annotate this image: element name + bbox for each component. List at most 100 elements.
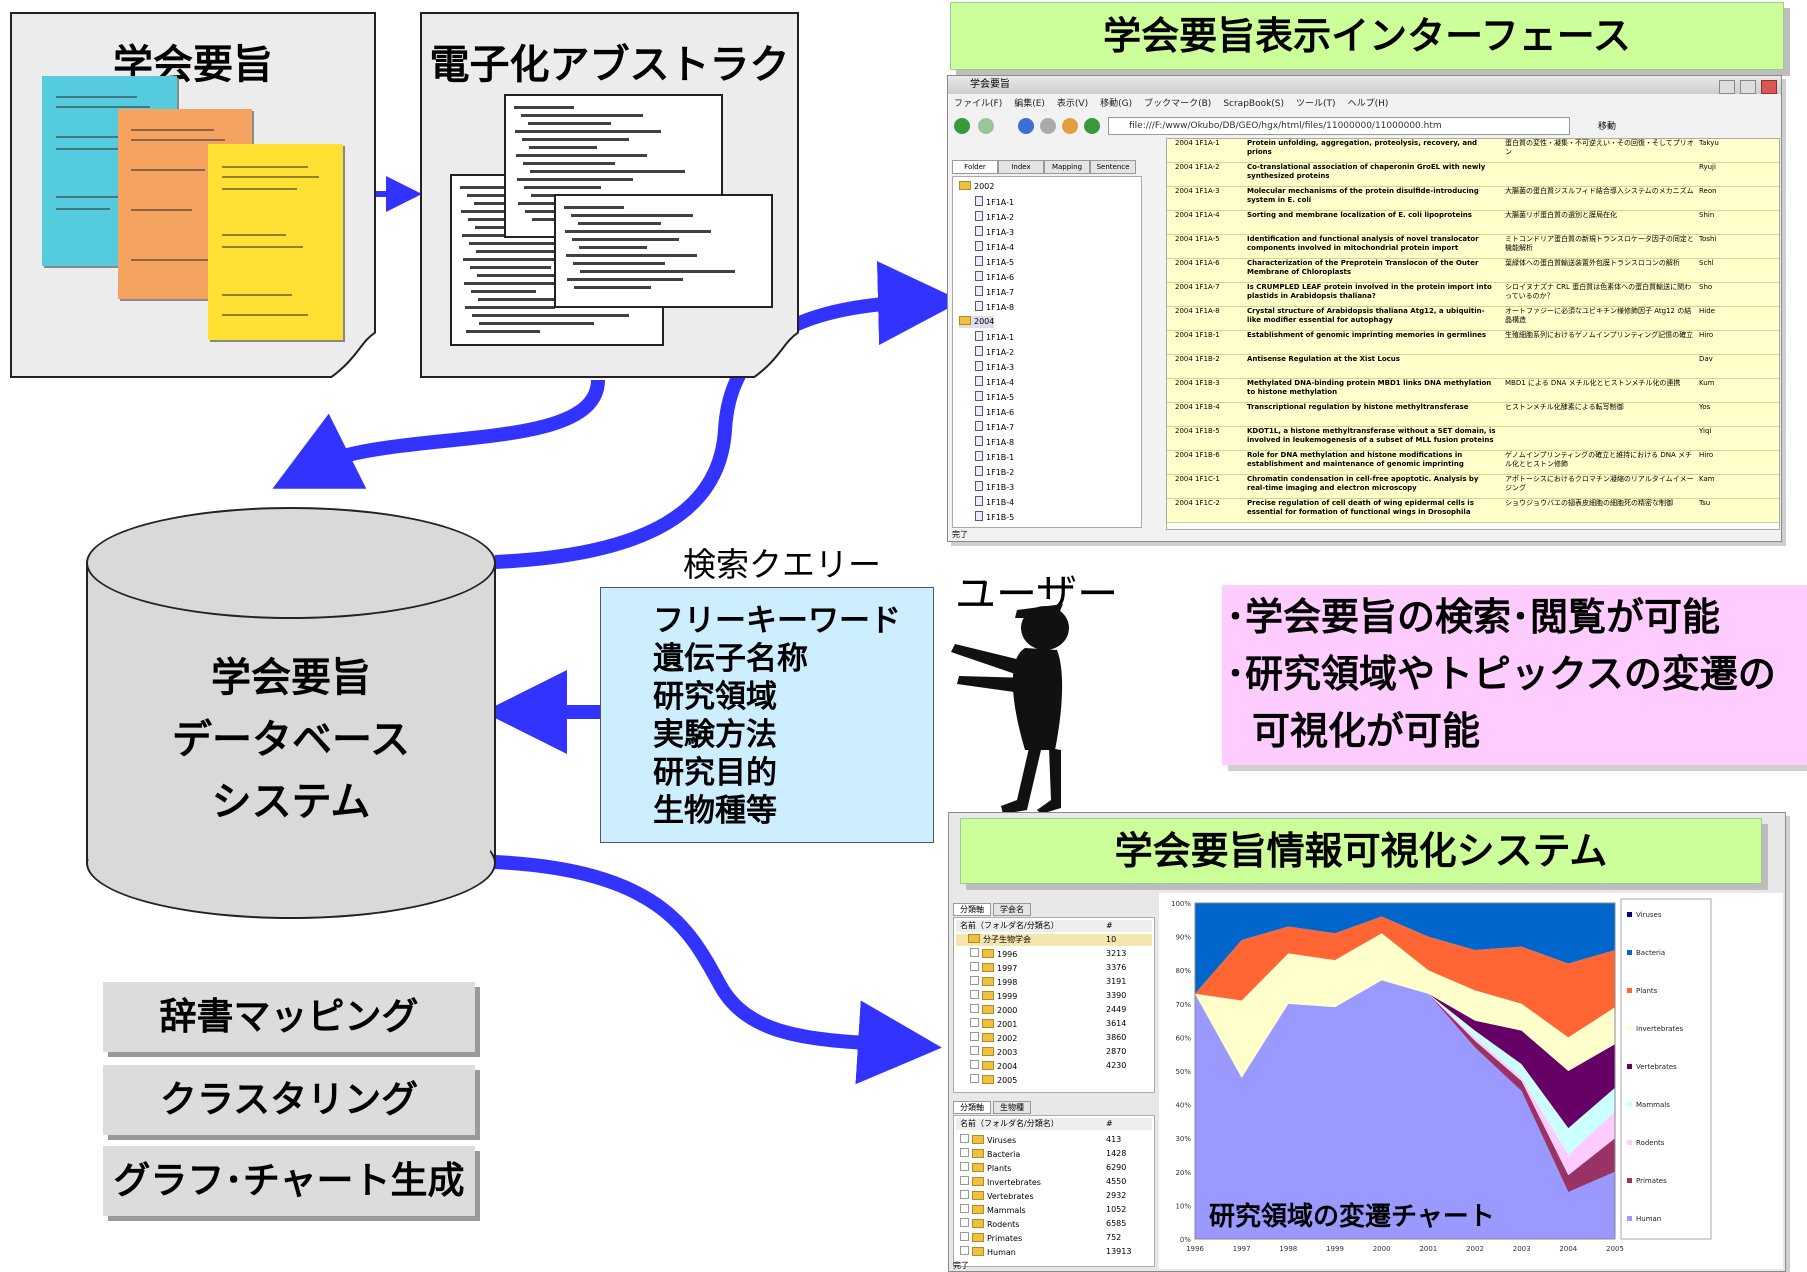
forward-icon[interactable] — [978, 118, 994, 134]
tree-item[interactable]: 1F1A-4 — [975, 376, 1014, 388]
expand-icon[interactable] — [970, 976, 979, 985]
list-item-year[interactable]: 2005 — [956, 1074, 1152, 1086]
expand-icon[interactable] — [960, 1176, 969, 1185]
tree-item[interactable]: 1F1A-8 — [975, 301, 1014, 313]
tree-item[interactable]: 1F1A-5 — [975, 256, 1014, 268]
tree-item[interactable]: 1F1A-6 — [975, 406, 1014, 418]
menu-item[interactable]: 編集(E) — [1014, 99, 1045, 109]
tree-item[interactable]: 1F1A-5 — [975, 391, 1014, 403]
tab-folder[interactable]: Folder — [952, 160, 998, 174]
menu-item[interactable]: ツール(T) — [1296, 99, 1336, 109]
name-column-header[interactable]: 名前（フォルダ名/分類名） — [960, 1119, 1059, 1128]
viz-tab[interactable]: 分類軸 — [953, 1101, 991, 1114]
tree-item[interactable]: 1F1B-2 — [975, 466, 1014, 478]
home-icon[interactable] — [1062, 118, 1078, 134]
tab-sentence[interactable]: Sentence — [1090, 160, 1136, 174]
menu-item[interactable]: 表示(V) — [1056, 99, 1089, 109]
stop-icon[interactable] — [1040, 118, 1056, 134]
tree-item[interactable]: 1F1A-3 — [975, 226, 1014, 238]
tree-item[interactable]: 1F1A-3 — [975, 361, 1014, 373]
expand-icon[interactable] — [970, 1060, 979, 1069]
menu-item[interactable]: ヘルプ(H) — [1347, 99, 1389, 109]
tree-item[interactable]: 1F1A-8 — [975, 436, 1014, 448]
expand-icon[interactable] — [960, 1190, 969, 1199]
download-icon[interactable] — [1084, 118, 1100, 134]
expand-icon[interactable] — [960, 1218, 969, 1227]
expand-icon[interactable] — [960, 1246, 969, 1255]
minimize-icon[interactable] — [1718, 80, 1735, 94]
name-column-header[interactable]: 名前（フォルダ名/分類名） — [960, 921, 1059, 930]
expand-icon[interactable] — [970, 948, 979, 957]
tree-folder[interactable]: 2004 — [959, 316, 995, 328]
go-button[interactable]: 移動 — [1598, 122, 1617, 132]
tree-item[interactable]: 1F1A-2 — [975, 346, 1014, 358]
close-icon[interactable] — [1761, 80, 1777, 94]
tree-item[interactable]: 1F1B-4 — [975, 496, 1014, 508]
tree-item[interactable]: 1F1A-6 — [975, 271, 1014, 283]
viz-tab[interactable]: 生物種 — [993, 1101, 1031, 1114]
tree-item[interactable]: 1F1A-1 — [975, 331, 1014, 343]
count-column-header[interactable]: # — [1106, 921, 1113, 930]
menu-item[interactable]: ブックマーク(B) — [1144, 99, 1212, 109]
expand-icon[interactable] — [960, 1162, 969, 1171]
expand-icon[interactable] — [970, 962, 979, 971]
count-column-header[interactable]: # — [1106, 1119, 1113, 1128]
tree-item[interactable]: 1F1B-3 — [975, 481, 1014, 493]
viz-tab[interactable]: 分類軸 — [953, 903, 991, 916]
menu-item[interactable]: ScrapBook(S) — [1223, 99, 1285, 109]
expand-icon[interactable] — [970, 1032, 979, 1041]
tab-mapping[interactable]: Mapping — [1044, 160, 1090, 174]
expand-icon[interactable] — [960, 1134, 969, 1143]
expand-icon[interactable] — [970, 1046, 979, 1055]
menu-item[interactable]: ファイル(F) — [954, 99, 1003, 109]
expand-icon[interactable] — [970, 990, 979, 999]
maximize-icon[interactable] — [1739, 80, 1756, 94]
tree-item[interactable]: 1F1A-7 — [975, 421, 1014, 433]
expand-icon[interactable] — [970, 1004, 979, 1013]
menu-item[interactable]: 移動(G) — [1100, 99, 1133, 109]
tree-item[interactable]: 1F1B-1 — [975, 451, 1014, 463]
expand-icon[interactable] — [970, 1018, 979, 1027]
expand-icon[interactable] — [960, 1204, 969, 1213]
reload-icon[interactable] — [1018, 118, 1034, 134]
tree-item[interactable]: 1F1A-2 — [975, 211, 1014, 223]
address-input[interactable]: file:///F:/www/Okubo/DB/GEO/hgx/html/fil… — [1108, 117, 1570, 135]
expand-icon[interactable] — [960, 1148, 969, 1157]
tree-folder[interactable]: 2002 — [959, 181, 994, 193]
tree-item[interactable]: 1F1A-7 — [975, 286, 1014, 298]
tree-item[interactable]: 1F1A-4 — [975, 241, 1014, 253]
